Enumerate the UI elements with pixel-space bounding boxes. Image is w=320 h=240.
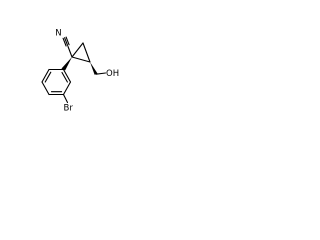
ring-bond-6 [62, 68, 72, 83]
cyclopropane-ring [71, 42, 91, 63]
cyclopropane-bond-1 [71, 56, 91, 63]
nitrile-triple-bond-a [62, 37, 67, 47]
nitrile-nitrogen-label: N [55, 29, 61, 39]
nitrile-single-bond [67, 45, 73, 58]
cyclopropane-bond-3 [71, 42, 84, 58]
ring-bond-2 [41, 68, 50, 83]
hydroxymethyl-group: OH [95, 69, 119, 79]
ring-inner-double-bond-3 [61, 71, 68, 83]
ring-bond-3 [41, 81, 50, 96]
nitrile-triple-bond-b [64, 37, 69, 46]
hydroxymethyl-bond [95, 72, 107, 75]
bromine-bond [62, 93, 69, 104]
ring-inner-double-bond-1 [44, 71, 52, 83]
aryl-wedge-bond [61, 57, 72, 71]
hydroxymethyl-wedge-bond [90, 62, 98, 75]
nitrile-triple-bond-c [65, 36, 70, 46]
cyclopropane-bond-2 [82, 42, 91, 63]
bromine-label: Br [64, 104, 74, 114]
nitrile-group: N [55, 29, 73, 58]
benzene-ring [41, 68, 72, 96]
chemical-structure-diagram: N OH Br [41, 29, 119, 114]
hydroxyl-label: OH [106, 69, 119, 79]
ring-bond-5 [62, 81, 72, 96]
bromine-substituent: Br [62, 93, 74, 114]
